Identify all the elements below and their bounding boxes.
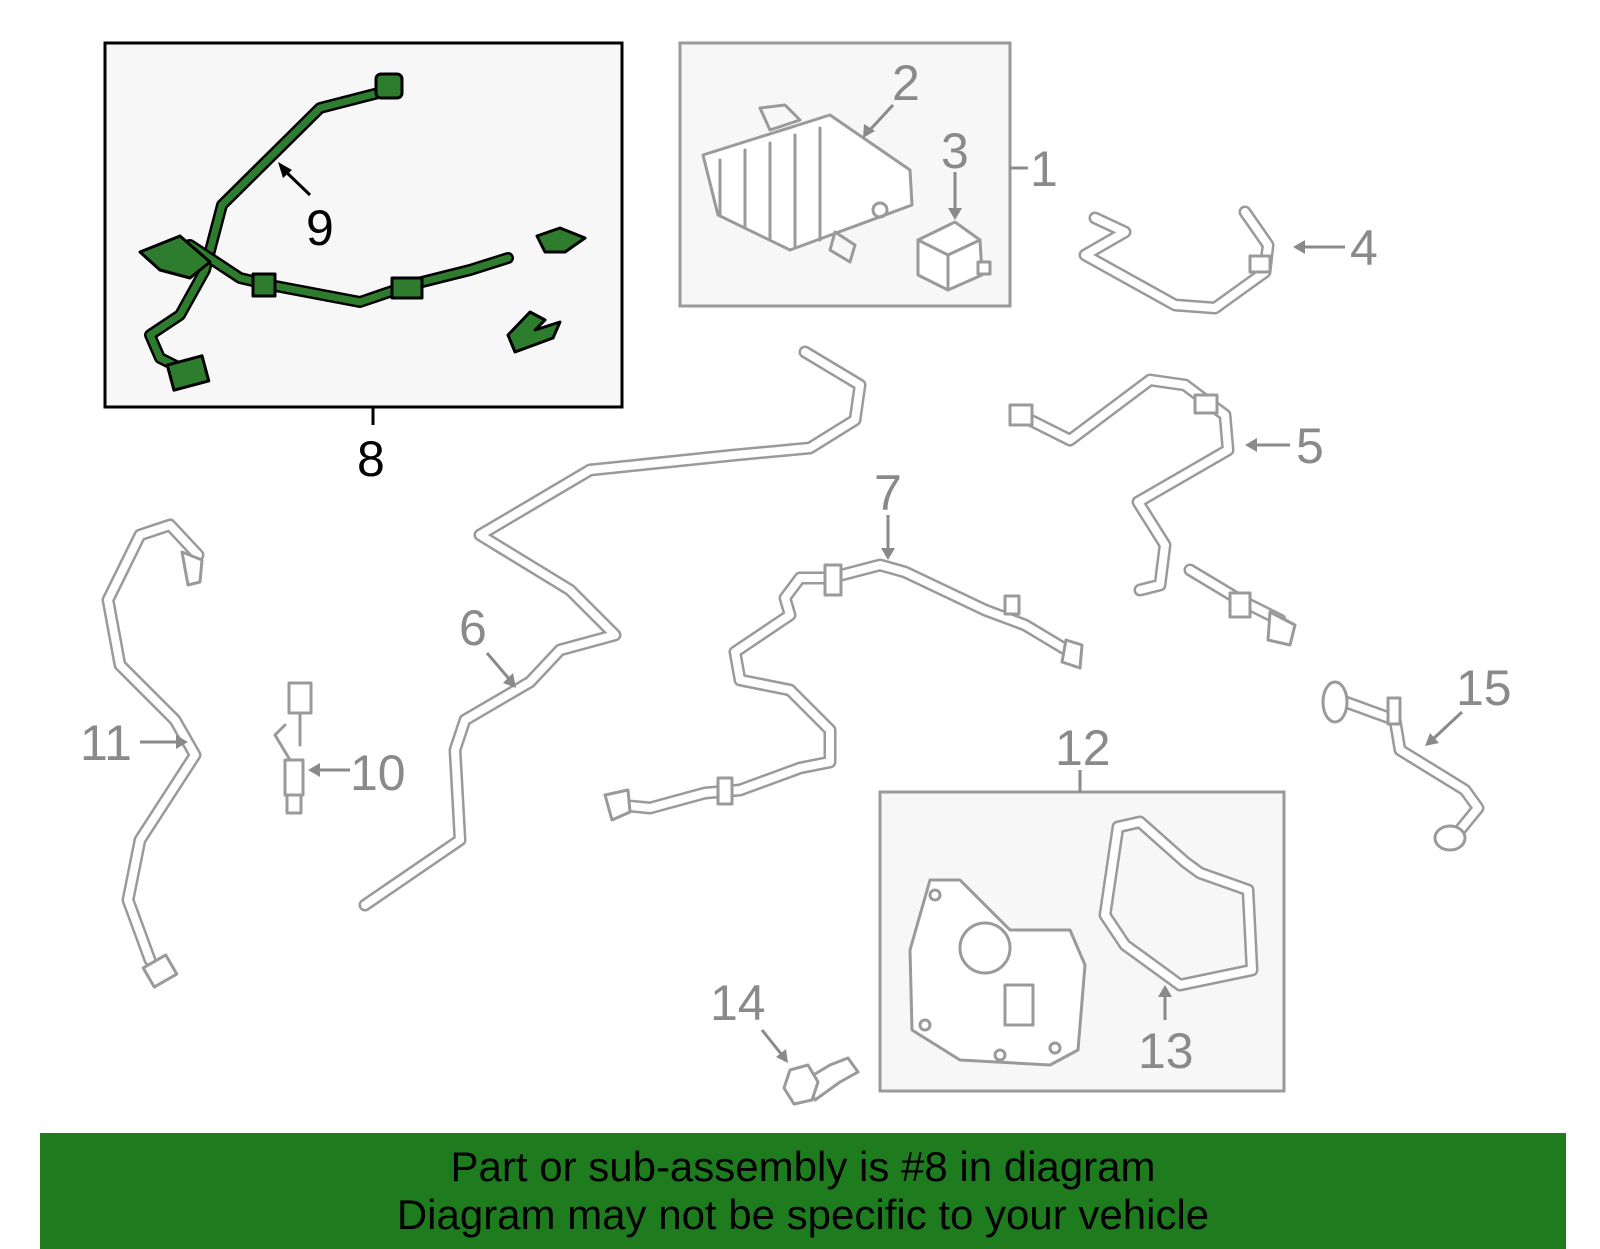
callout-1: 1	[1030, 141, 1058, 197]
part-11-wire	[101, 518, 205, 989]
part-5-tube	[1008, 373, 1297, 647]
arrowhead-10	[308, 763, 320, 777]
callout-4: 4	[1350, 220, 1378, 276]
arrowhead-15	[1425, 733, 1439, 746]
callout-14: 14	[710, 975, 766, 1031]
part-5-group[interactable]: 5	[1008, 373, 1324, 647]
part-4-tube	[1078, 205, 1275, 315]
callout-13: 13	[1138, 1023, 1194, 1079]
leader-6	[485, 652, 512, 681]
part-7-tube	[603, 558, 1084, 822]
part-6-hose	[358, 345, 867, 912]
callout-11: 11	[80, 715, 132, 771]
part-8-group[interactable]: 9 8	[103, 41, 624, 487]
callout-12: 12	[1055, 720, 1111, 776]
leader-14	[760, 1029, 784, 1056]
part-7-group[interactable]: 7	[603, 465, 1084, 822]
callout-8: 8	[357, 431, 385, 487]
arrowhead-14	[776, 1049, 788, 1063]
part-12-cover	[908, 878, 1087, 1067]
part-3-valve	[916, 220, 992, 292]
part-1-group[interactable]: 2 3 1	[678, 41, 1058, 308]
part-14-bolt	[782, 1056, 860, 1106]
callout-5: 5	[1296, 418, 1324, 474]
callout-2: 2	[892, 55, 920, 111]
arrowhead-9	[278, 162, 292, 178]
callout-9: 9	[306, 200, 334, 256]
part-4-group[interactable]: 4	[1078, 205, 1378, 315]
arrowhead-4	[1293, 240, 1305, 254]
banner-line-2: Diagram may not be specific to your vehi…	[396, 1191, 1210, 1238]
arrowhead-7	[881, 548, 895, 560]
part-10-sensor	[273, 681, 313, 815]
arrowhead-2	[863, 124, 875, 138]
leader-15	[1430, 710, 1464, 742]
banner-line-1: Part or sub-assembly is #8 in diagram	[450, 1143, 1156, 1190]
part-13-gasket	[1098, 815, 1259, 992]
part-11-group[interactable]: 11	[80, 518, 205, 989]
arrowhead-11	[176, 735, 188, 749]
part-14-group[interactable]: 14	[710, 975, 860, 1106]
arrowhead-6	[503, 673, 516, 688]
part-6-group[interactable]: 6	[358, 345, 867, 912]
callout-15: 15	[1456, 660, 1512, 716]
arrowhead-5	[1245, 438, 1257, 452]
part-8-box	[103, 41, 624, 409]
info-banner: Part or sub-assembly is #8 in diagram Di…	[40, 1133, 1566, 1249]
arrowhead-3	[948, 208, 962, 220]
callout-10: 10	[350, 745, 406, 801]
part-9-harness	[138, 72, 587, 392]
callout-3: 3	[941, 123, 969, 179]
part-2-canister	[701, 103, 914, 264]
part-12-group[interactable]: 12 13	[878, 720, 1286, 1093]
callout-7: 7	[874, 465, 902, 521]
part-15-hose	[1321, 680, 1485, 852]
arrowhead-13	[1158, 985, 1172, 997]
part-15-group[interactable]: 15	[1321, 660, 1512, 852]
callout-6: 6	[459, 600, 487, 656]
part-10-group[interactable]: 10	[273, 681, 406, 815]
leader-2	[866, 103, 895, 134]
